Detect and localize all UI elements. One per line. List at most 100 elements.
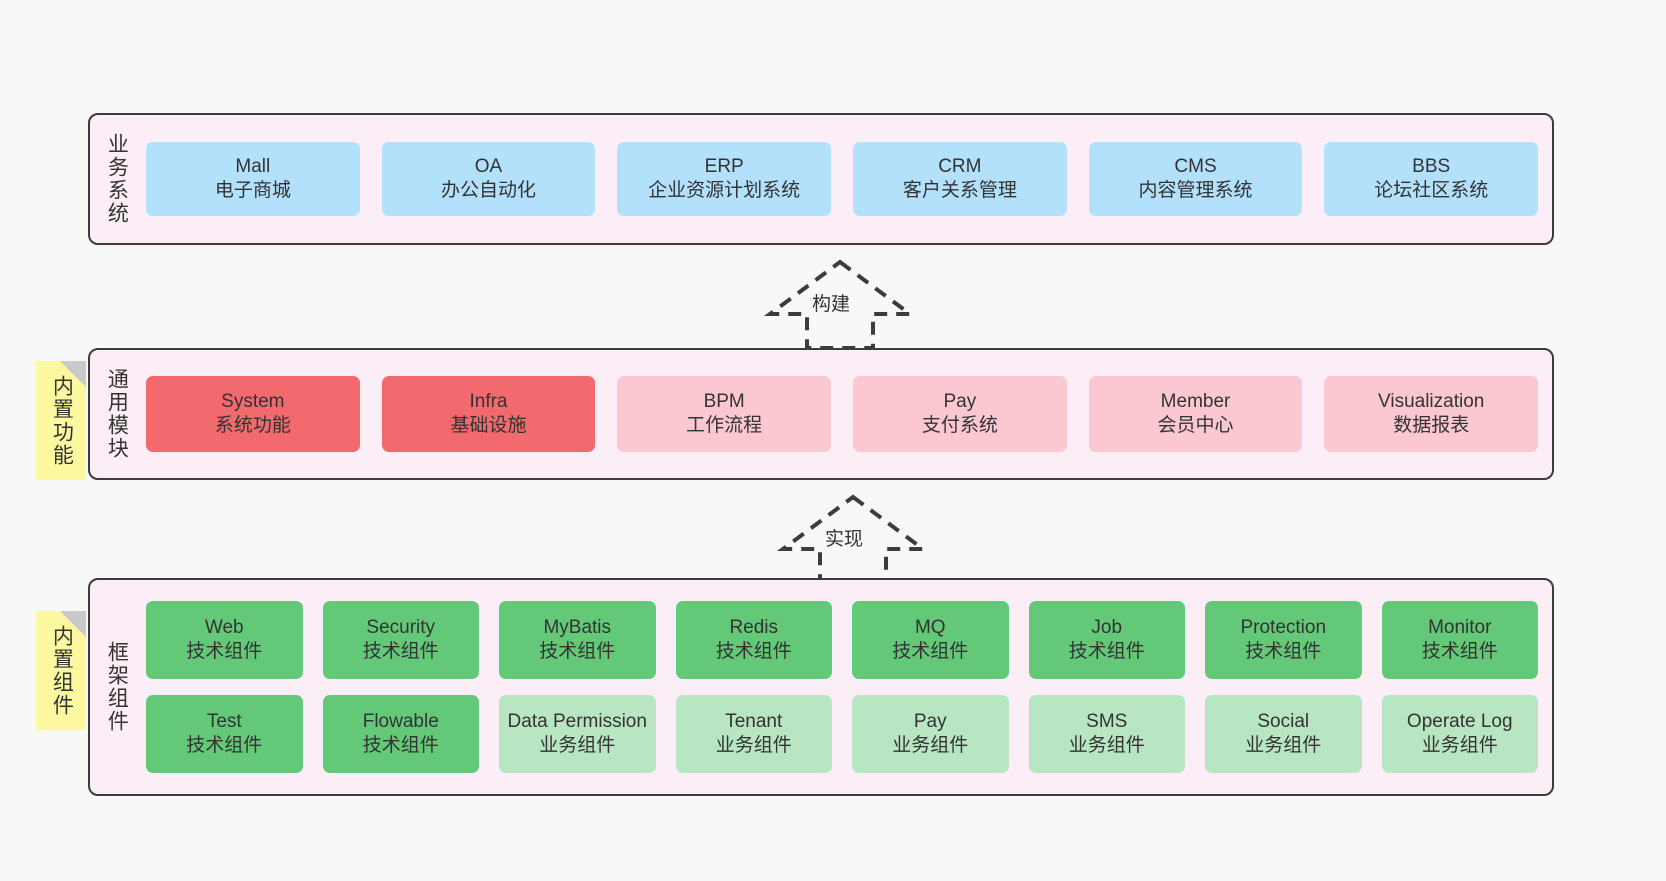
module-card-subtitle: 电子商城 bbox=[214, 180, 291, 201]
component-card-subtitle: 技术组件 bbox=[186, 641, 263, 662]
connector-build-label: 构建 bbox=[810, 289, 853, 316]
module-card-title: Mall bbox=[235, 155, 271, 177]
module-card-crm[interactable]: CRM 客户关系管理 bbox=[853, 142, 1067, 216]
component-card-social[interactable]: Social 业务组件 bbox=[1205, 695, 1362, 773]
component-card-title: Tenant bbox=[725, 710, 783, 732]
component-card-title: Monitor bbox=[1428, 616, 1492, 638]
module-card-subtitle: 支付系统 bbox=[921, 415, 998, 436]
module-card-subtitle: 基础设施 bbox=[450, 415, 527, 436]
module-card-subtitle: 论坛社区系统 bbox=[1374, 180, 1489, 201]
component-card-subtitle: 技术组件 bbox=[1245, 641, 1322, 662]
component-card-test[interactable]: Test 技术组件 bbox=[146, 695, 303, 773]
component-card-flowable[interactable]: Flowable 技术组件 bbox=[322, 695, 479, 773]
module-card-title: System bbox=[221, 390, 285, 412]
layer-row: Web 技术组件 Security 技术组件 MyBatis 技术组件 Redi… bbox=[146, 601, 1538, 679]
component-card-title: SMS bbox=[1086, 710, 1128, 732]
component-card-subtitle: 业务组件 bbox=[1245, 735, 1322, 756]
sticky-note-label: 内置功能 bbox=[50, 374, 74, 467]
module-card-member[interactable]: Member 会员中心 bbox=[1088, 376, 1303, 452]
module-card-bbs[interactable]: BBS 论坛社区系统 bbox=[1324, 142, 1539, 216]
component-card-subtitle: 技术组件 bbox=[892, 641, 969, 662]
module-card-subtitle: 企业资源计划系统 bbox=[648, 180, 801, 201]
module-card-system[interactable]: System 系统功能 bbox=[146, 376, 360, 452]
module-card-subtitle: 客户关系管理 bbox=[902, 180, 1017, 201]
component-card-security[interactable]: Security 技术组件 bbox=[322, 601, 479, 679]
component-card-title: Security bbox=[366, 616, 436, 638]
layer-common-module: 通用模块 System 系统功能 Infra 基础设施 BPM 工作流程 Pay… bbox=[88, 348, 1554, 480]
layer-title-common-module: 通用模块 bbox=[105, 368, 129, 460]
module-card-subtitle: 会员中心 bbox=[1157, 415, 1234, 436]
component-card-monitor[interactable]: Monitor 技术组件 bbox=[1381, 601, 1538, 679]
connector-build-arrow bbox=[763, 259, 917, 350]
component-card-title: Test bbox=[206, 710, 242, 732]
sticky-note-builtin-features: 内置功能 bbox=[36, 361, 86, 480]
component-card-redis[interactable]: Redis 技术组件 bbox=[675, 601, 832, 679]
component-card-subtitle: 技术组件 bbox=[362, 735, 439, 756]
component-card-tenant[interactable]: Tenant 业务组件 bbox=[675, 695, 832, 773]
layer-row: Mall 电子商城 OA 办公自动化 ERP 企业资源计划系统 CRM 客户关系… bbox=[146, 142, 1539, 216]
module-card-title: Infra bbox=[469, 390, 508, 412]
component-card-protection[interactable]: Protection 技术组件 bbox=[1205, 601, 1362, 679]
component-card-job[interactable]: Job 技术组件 bbox=[1028, 601, 1185, 679]
module-card-title: CMS bbox=[1174, 155, 1217, 177]
component-card-sms[interactable]: SMS 业务组件 bbox=[1028, 695, 1185, 773]
component-card-title: MyBatis bbox=[543, 616, 612, 638]
module-card-title: BBS bbox=[1412, 155, 1451, 177]
component-card-title: Job bbox=[1091, 616, 1123, 638]
component-card-data-permission[interactable]: Data Permission 业务组件 bbox=[499, 695, 656, 773]
component-card-title: Protection bbox=[1240, 616, 1327, 638]
component-card-title: Pay bbox=[913, 710, 947, 732]
module-card-erp[interactable]: ERP 企业资源计划系统 bbox=[617, 142, 832, 216]
component-card-subtitle: 业务组件 bbox=[539, 735, 616, 756]
component-card-title: Operate Log bbox=[1406, 710, 1513, 732]
module-card-cms[interactable]: CMS 内容管理系统 bbox=[1088, 142, 1303, 216]
component-card-pay[interactable]: Pay 业务组件 bbox=[852, 695, 1009, 773]
component-card-title: Data Permission bbox=[507, 710, 647, 732]
module-card-pay[interactable]: Pay 支付系统 bbox=[853, 376, 1067, 452]
module-card-title: Visualization bbox=[1378, 390, 1485, 412]
component-card-subtitle: 技术组件 bbox=[362, 641, 439, 662]
module-card-title: Member bbox=[1160, 390, 1231, 412]
module-card-subtitle: 工作流程 bbox=[686, 415, 763, 436]
module-card-bpm[interactable]: BPM 工作流程 bbox=[617, 376, 832, 452]
connector-implement-arrow bbox=[776, 494, 930, 585]
module-card-title: ERP bbox=[704, 155, 744, 177]
layer-body-business-system: Mall 电子商城 OA 办公自动化 ERP 企业资源计划系统 CRM 客户关系… bbox=[142, 115, 1552, 243]
component-card-web[interactable]: Web 技术组件 bbox=[146, 601, 303, 679]
layer-row: Test 技术组件 Flowable 技术组件 Data Permission … bbox=[146, 695, 1538, 773]
sticky-note-builtin-components: 内置组件 bbox=[36, 611, 86, 730]
component-card-subtitle: 业务组件 bbox=[715, 735, 792, 756]
component-card-mq[interactable]: MQ 技术组件 bbox=[852, 601, 1009, 679]
layer-row: System 系统功能 Infra 基础设施 BPM 工作流程 Pay 支付系统… bbox=[146, 376, 1539, 452]
module-card-title: OA bbox=[474, 155, 503, 177]
component-card-operate-log[interactable]: Operate Log 业务组件 bbox=[1381, 695, 1538, 773]
connector-build: 构建 bbox=[755, 258, 917, 350]
component-card-title: Flowable bbox=[362, 710, 439, 732]
module-card-infra[interactable]: Infra 基础设施 bbox=[381, 376, 596, 452]
component-card-subtitle: 业务组件 bbox=[892, 735, 969, 756]
layer-framework-component: 框架组件 Web 技术组件 Security 技术组件 MyBatis 技术组件… bbox=[88, 578, 1554, 796]
component-card-subtitle: 技术组件 bbox=[186, 735, 263, 756]
component-card-subtitle: 技术组件 bbox=[539, 641, 616, 662]
layer-business-system: 业务系统 Mall 电子商城 OA 办公自动化 ERP 企业资源计划系统 CRM… bbox=[88, 113, 1554, 245]
component-card-subtitle: 技术组件 bbox=[1421, 641, 1498, 662]
module-card-visualization[interactable]: Visualization 数据报表 bbox=[1324, 376, 1539, 452]
module-card-title: BPM bbox=[703, 390, 745, 412]
module-card-subtitle: 数据报表 bbox=[1393, 415, 1470, 436]
layer-title-business-system: 业务系统 bbox=[105, 133, 129, 225]
module-card-subtitle: 办公自动化 bbox=[441, 180, 537, 201]
layer-body-common-module: System 系统功能 Infra 基础设施 BPM 工作流程 Pay 支付系统… bbox=[142, 350, 1552, 478]
module-card-subtitle: 内容管理系统 bbox=[1138, 180, 1253, 201]
component-card-mybatis[interactable]: MyBatis 技术组件 bbox=[499, 601, 656, 679]
component-card-title: Social bbox=[1257, 710, 1310, 732]
component-card-title: Redis bbox=[729, 616, 779, 638]
component-card-subtitle: 技术组件 bbox=[715, 641, 792, 662]
component-card-title: Web bbox=[204, 616, 244, 638]
layer-body-framework-component: Web 技术组件 Security 技术组件 MyBatis 技术组件 Redi… bbox=[142, 580, 1552, 794]
module-card-title: Pay bbox=[943, 390, 977, 412]
connector-implement-label: 实现 bbox=[823, 524, 866, 551]
module-card-oa[interactable]: OA 办公自动化 bbox=[381, 142, 596, 216]
component-card-subtitle: 技术组件 bbox=[1068, 641, 1145, 662]
module-card-mall[interactable]: Mall 电子商城 bbox=[146, 142, 360, 216]
connector-implement: 实现 bbox=[768, 493, 930, 585]
